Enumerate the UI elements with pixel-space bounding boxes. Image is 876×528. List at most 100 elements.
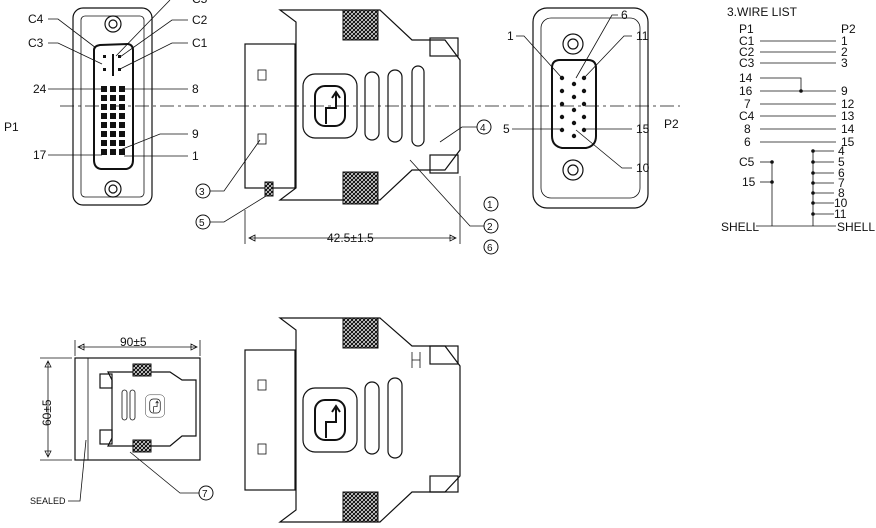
wire-p2-shell-pin: 6 <box>838 166 845 180</box>
wire-p2-pin: 9 <box>841 84 848 98</box>
callout-c5: C5 <box>192 0 208 6</box>
vga-pin <box>559 127 565 133</box>
vga-pin <box>559 114 565 120</box>
wire-p2-shell-pin: 8 <box>838 186 845 200</box>
shell-right: SHELL <box>837 220 875 234</box>
package-view: 90±5 60±5 SEALED 7 <box>30 335 214 506</box>
wire-p1-pin: 6 <box>744 135 751 149</box>
wire-p2-pin: 3 <box>841 56 848 70</box>
wire-p1-pin: 8 <box>744 122 751 136</box>
vga-pin <box>571 94 577 100</box>
vga-pin <box>571 81 577 87</box>
height-dimension: 60±5 <box>40 399 54 426</box>
wire-p1-shell-pin: C5 <box>739 155 755 169</box>
dvi-pin <box>110 122 116 128</box>
wire-p2-pin: 1 <box>841 34 848 48</box>
dvi-pin <box>101 140 107 146</box>
wire-p1-pin: C2 <box>739 45 755 59</box>
shell-left: SHELL <box>721 220 759 234</box>
wire-p1-shell-pin: 15 <box>742 175 756 189</box>
callout-17: 17 <box>33 148 47 162</box>
dvi-pin <box>119 104 125 110</box>
vga-pin <box>581 88 587 94</box>
dvi-pin <box>110 149 116 155</box>
dvi-pin <box>101 122 107 128</box>
dvi-pin <box>110 113 116 119</box>
callout-vga-6: 6 <box>621 8 628 22</box>
balloon-5: 5 <box>199 218 205 229</box>
dvi-pin <box>110 104 116 110</box>
dvi-pin <box>119 122 125 128</box>
wire-p2-pin: 13 <box>841 109 855 123</box>
callout-1: 1 <box>192 149 199 163</box>
callout-9: 9 <box>192 127 199 141</box>
vga-pin <box>581 127 587 133</box>
callout-c3: C3 <box>28 36 44 50</box>
dvi-pin <box>101 86 107 92</box>
p1-header: P1 <box>739 22 754 36</box>
balloon-7: 7 <box>202 489 208 500</box>
p2-header: P2 <box>841 22 856 36</box>
wire-p1-pin: C4 <box>739 109 755 123</box>
callout-vga-10: 10 <box>636 161 650 175</box>
length-dimension: 42.5±1.5 <box>327 231 374 245</box>
dvi-pin <box>101 131 107 137</box>
callout-vga-15: 15 <box>636 122 650 136</box>
dvi-pin <box>119 113 125 119</box>
balloon-6: 6 <box>487 243 493 254</box>
wire-p1-pin: C3 <box>739 56 755 70</box>
callout-c2: C2 <box>192 13 208 27</box>
wire-p1-pin: 7 <box>744 97 751 111</box>
dvi-pin <box>110 86 116 92</box>
dvi-pin <box>110 140 116 146</box>
dvi-pin <box>119 140 125 146</box>
callout-c1: C1 <box>192 36 208 50</box>
vga-pin <box>581 101 587 107</box>
balloon-2: 2 <box>487 222 493 233</box>
junction-dot <box>799 89 803 93</box>
dvi-pin <box>110 95 116 101</box>
callout-c4: C4 <box>28 12 44 26</box>
dvi-pin <box>110 131 116 137</box>
vga-front-view: P2 1 6 11 5 15 10 <box>503 7 679 209</box>
dvi-front-view: P1 C4 C3 C5 C2 C1 24 8 9 17 1 <box>4 0 208 206</box>
dvi-pin <box>101 113 107 119</box>
wire <box>760 77 802 91</box>
wire-p2-pin: 15 <box>841 135 855 149</box>
vga-pin <box>571 120 577 126</box>
width-dimension: 90±5 <box>120 335 147 349</box>
vga-pin <box>571 107 577 113</box>
wire-p1-pin: 14 <box>739 71 753 85</box>
wire-p2-pin: 2 <box>841 45 848 59</box>
dvi-pin <box>101 95 107 101</box>
callout-vga-5: 5 <box>503 122 510 136</box>
p2-label: P2 <box>664 117 679 131</box>
vga-pin <box>559 88 565 94</box>
balloon-3: 3 <box>199 187 205 198</box>
sealed-label: SEALED <box>30 496 66 506</box>
wire-p2-shell-pin: 4 <box>838 144 845 158</box>
callout-vga-11: 11 <box>636 29 649 43</box>
balloon-1: 1 <box>487 200 493 211</box>
dvi-pin <box>119 95 125 101</box>
wire-p2-pin: 12 <box>841 97 855 111</box>
wire-p2-shell-pin: 7 <box>838 176 845 190</box>
vga-pin <box>559 101 565 107</box>
callout-vga-1: 1 <box>507 29 514 43</box>
wire-p2-shell-pin: 10 <box>834 196 848 210</box>
callout-8: 8 <box>192 82 199 96</box>
callout-24: 24 <box>33 82 47 96</box>
dvi-pin <box>101 149 107 155</box>
vga-pin <box>581 114 587 120</box>
vga-pin <box>571 133 577 139</box>
wire-p2-shell-pin: 5 <box>838 155 845 169</box>
wire-list-title: 3.WIRE LIST <box>727 5 798 19</box>
adapter-side-view-2 <box>244 317 461 523</box>
wire-p2-shell-pin: 11 <box>834 207 847 221</box>
adapter-side-view: 42.5±1.5 3 5 4 1 2 6 <box>195 9 499 255</box>
wire-p2-pin: 14 <box>841 122 855 136</box>
dvi-pin <box>119 131 125 137</box>
dvi-pin <box>101 104 107 110</box>
